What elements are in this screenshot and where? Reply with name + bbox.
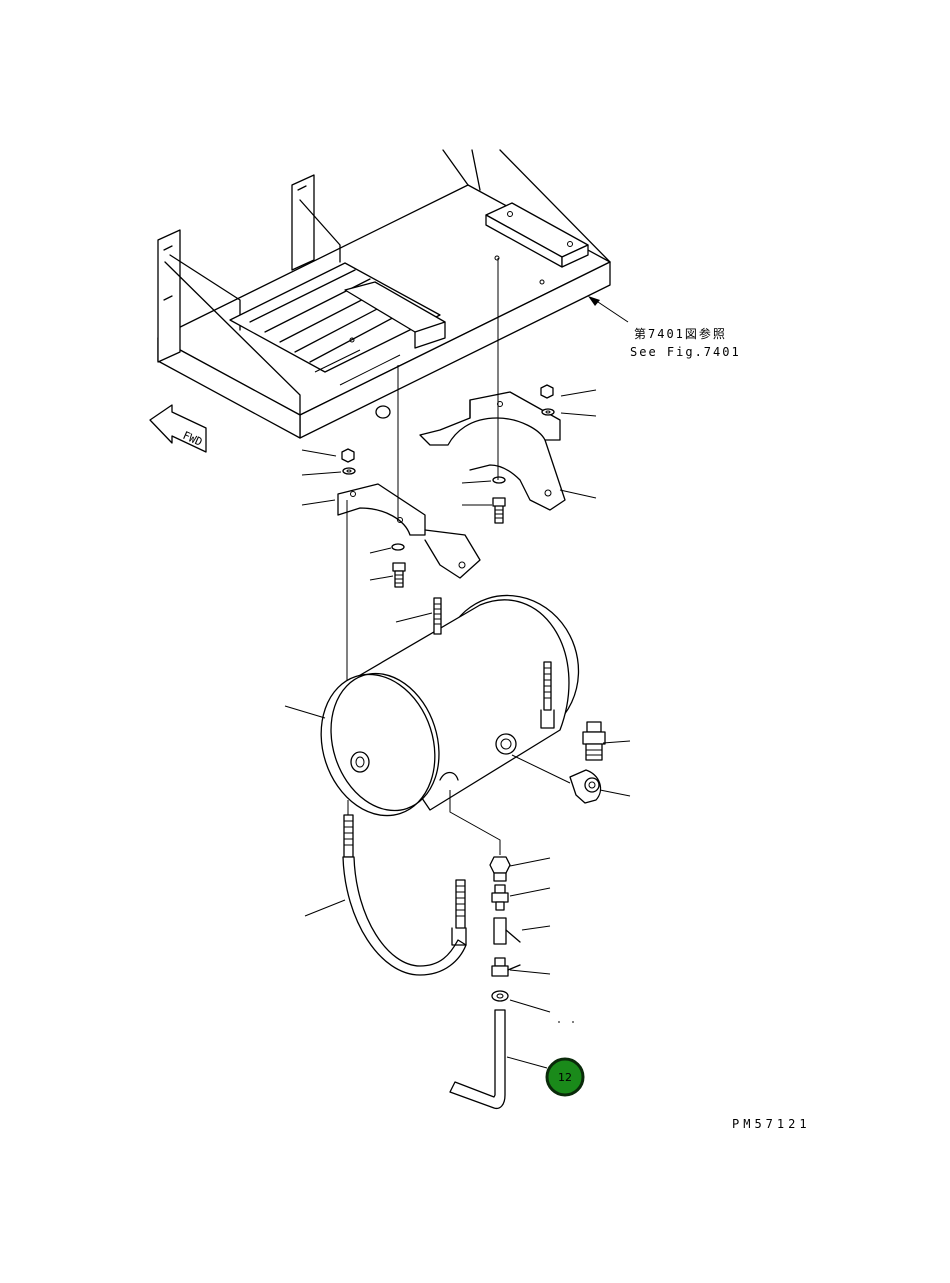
leader-lines [284, 389, 631, 1069]
drain-assembly [449, 856, 521, 1110]
drawing-code: PM57121 [732, 1117, 811, 1131]
elbow-fitting [569, 769, 602, 804]
lower-strap [342, 814, 467, 976]
left-mounting-bracket [337, 448, 481, 588]
callout-label-12: 12 [558, 1071, 572, 1084]
fitting-right-upper [582, 721, 606, 761]
reference-note-en: See Fig.7401 [630, 345, 741, 359]
floor-frame [157, 149, 629, 439]
reference-note-jp: 第7401図参照 [634, 326, 727, 341]
air-tank [320, 594, 580, 817]
fwd-arrow-icon: FWD [149, 404, 207, 453]
right-mounting-bracket [419, 384, 566, 524]
callout-badge-12[interactable]: 12 [545, 1057, 585, 1097]
